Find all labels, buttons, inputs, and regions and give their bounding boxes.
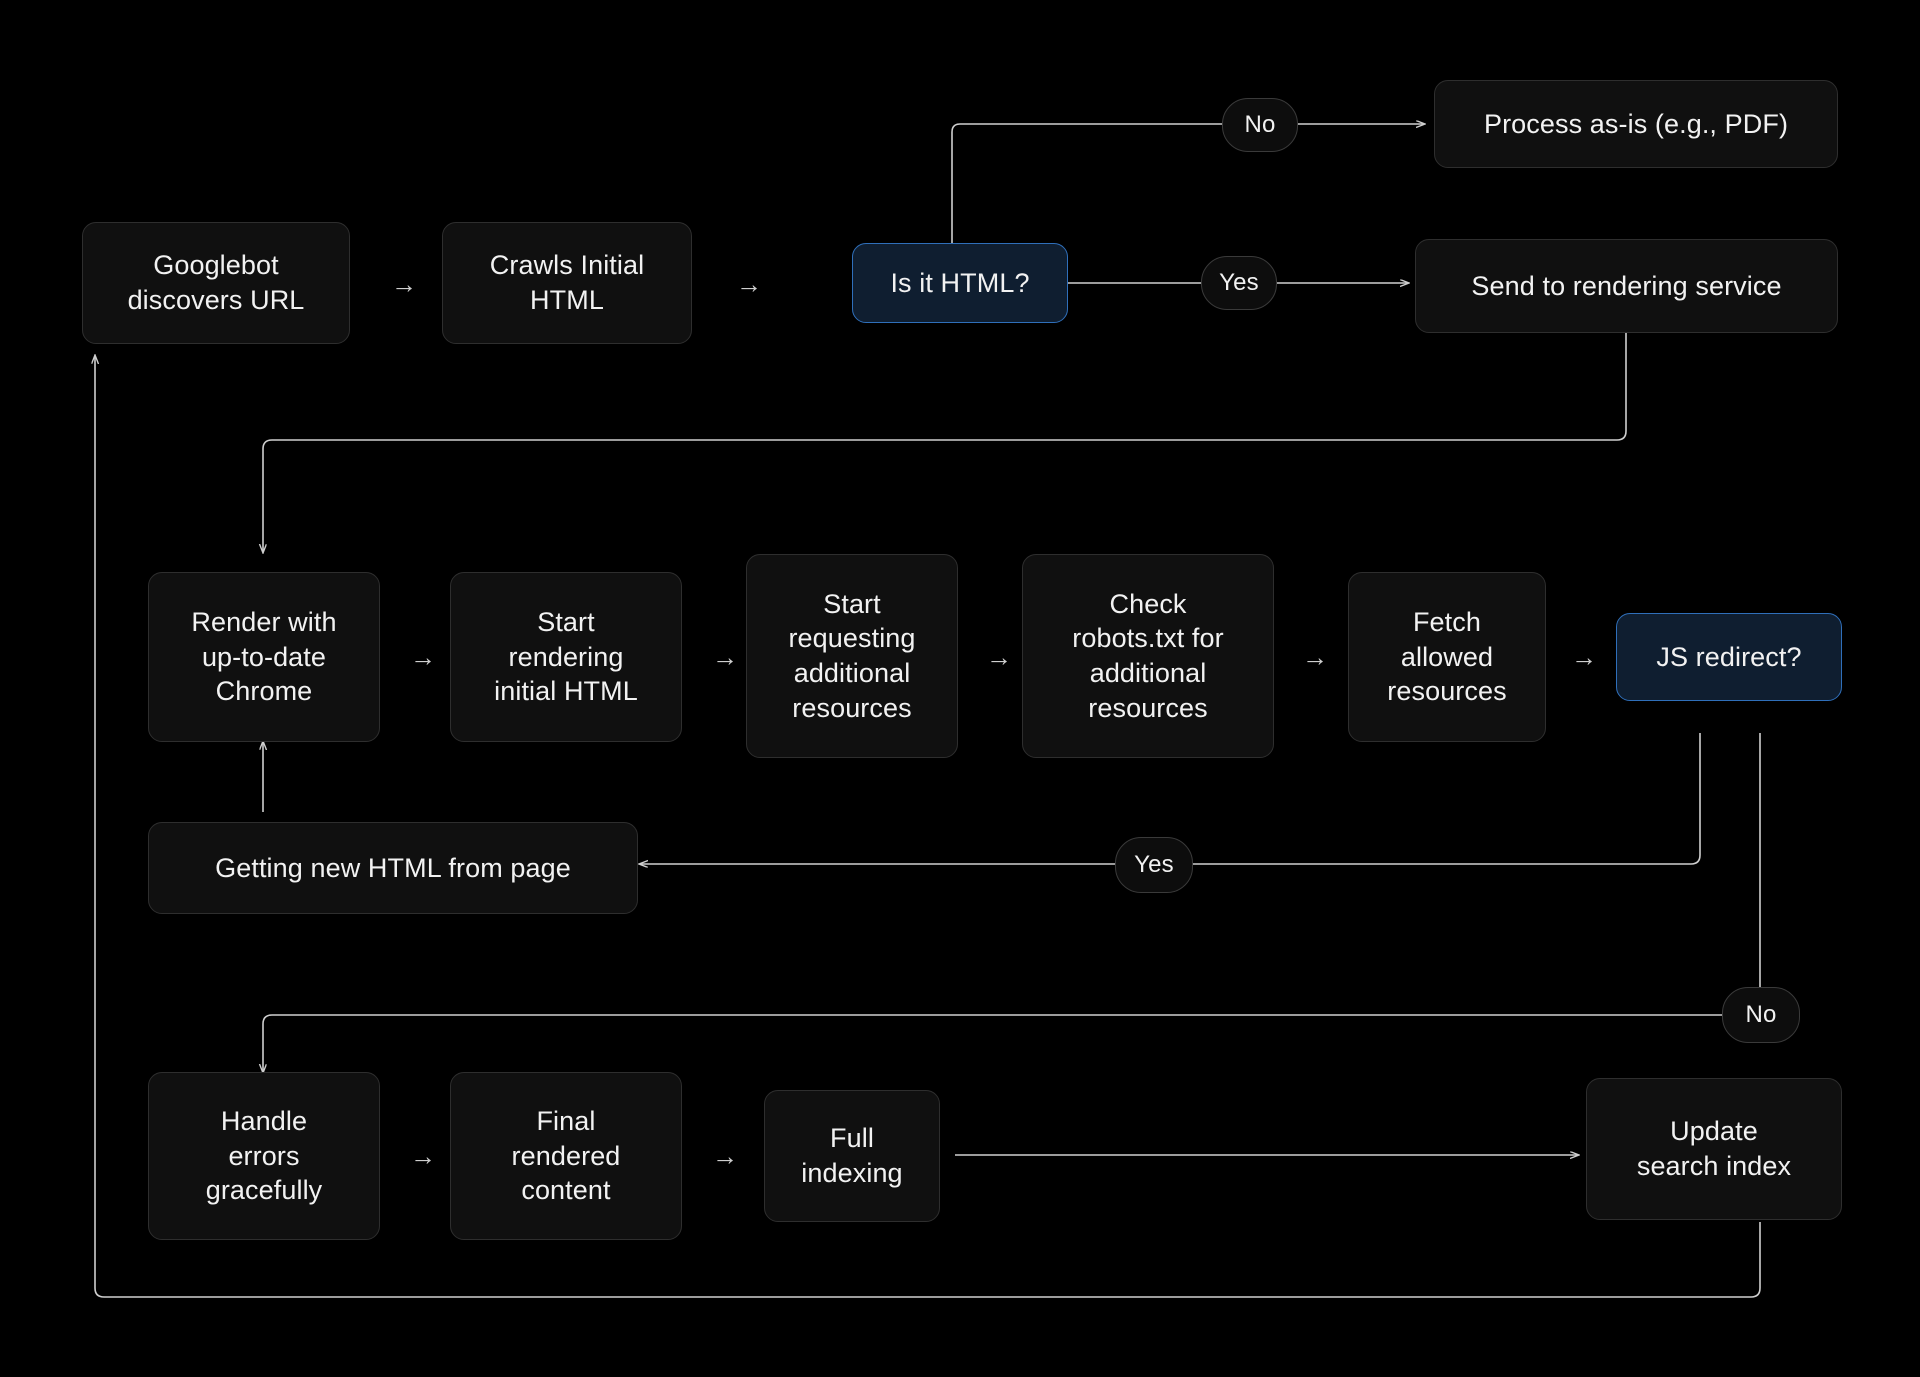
edge-rendering-to-render [263,333,1627,552]
node-send-to-rendering-service[interactable]: Send to rendering service [1415,239,1838,333]
node-start-rendering-initial-html[interactable]: Start rendering initial HTML [450,572,682,742]
arrow-robots-to-fetch: → [1302,642,1328,672]
node-crawls-initial-html[interactable]: Crawls Initial HTML [442,222,692,344]
node-final-rendered-content[interactable]: Final rendered content [450,1072,682,1240]
label-redirect-no: No [1722,987,1800,1043]
node-check-robots-txt[interactable]: Check robots.txt for additional resource… [1022,554,1274,758]
node-getting-new-html[interactable]: Getting new HTML from page [148,822,638,914]
arrow-start-rendering-to-requesting: → [712,642,738,672]
arrow-render-to-start-rendering: → [410,642,436,672]
node-start-requesting-additional-resources[interactable]: Start requesting additional resources [746,554,958,758]
node-render-with-chrome[interactable]: Render with up-to-date Chrome [148,572,380,742]
node-googlebot-discovers-url[interactable]: Googlebot discovers URL [82,222,350,344]
node-fetch-allowed-resources[interactable]: Fetch allowed resources [1348,572,1546,742]
arrow-googlebot-to-crawls: → [391,269,417,299]
node-handle-errors-gracefully[interactable]: Handle errors gracefully [148,1072,380,1240]
node-full-indexing[interactable]: Full indexing [764,1090,940,1222]
node-js-redirect[interactable]: JS redirect? [1616,613,1842,701]
node-is-it-html[interactable]: Is it HTML? [852,243,1068,323]
node-process-as-is[interactable]: Process as-is (e.g., PDF) [1434,80,1838,168]
arrow-fetch-to-js-redirect: → [1571,642,1597,672]
edge-html-no [951,123,1222,258]
label-redirect-yes: Yes [1115,837,1193,893]
arrow-crawls-to-decision: → [736,269,762,299]
arrow-handle-errors-to-final: → [410,1141,436,1171]
label-html-no: No [1222,98,1298,152]
arrow-final-to-full-indexing: → [712,1141,738,1171]
label-html-yes: Yes [1201,256,1277,310]
node-update-search-index[interactable]: Update search index [1586,1078,1842,1220]
edge-no-to-handle-errors [263,1014,1722,1072]
arrow-requesting-to-robots: → [986,642,1012,672]
